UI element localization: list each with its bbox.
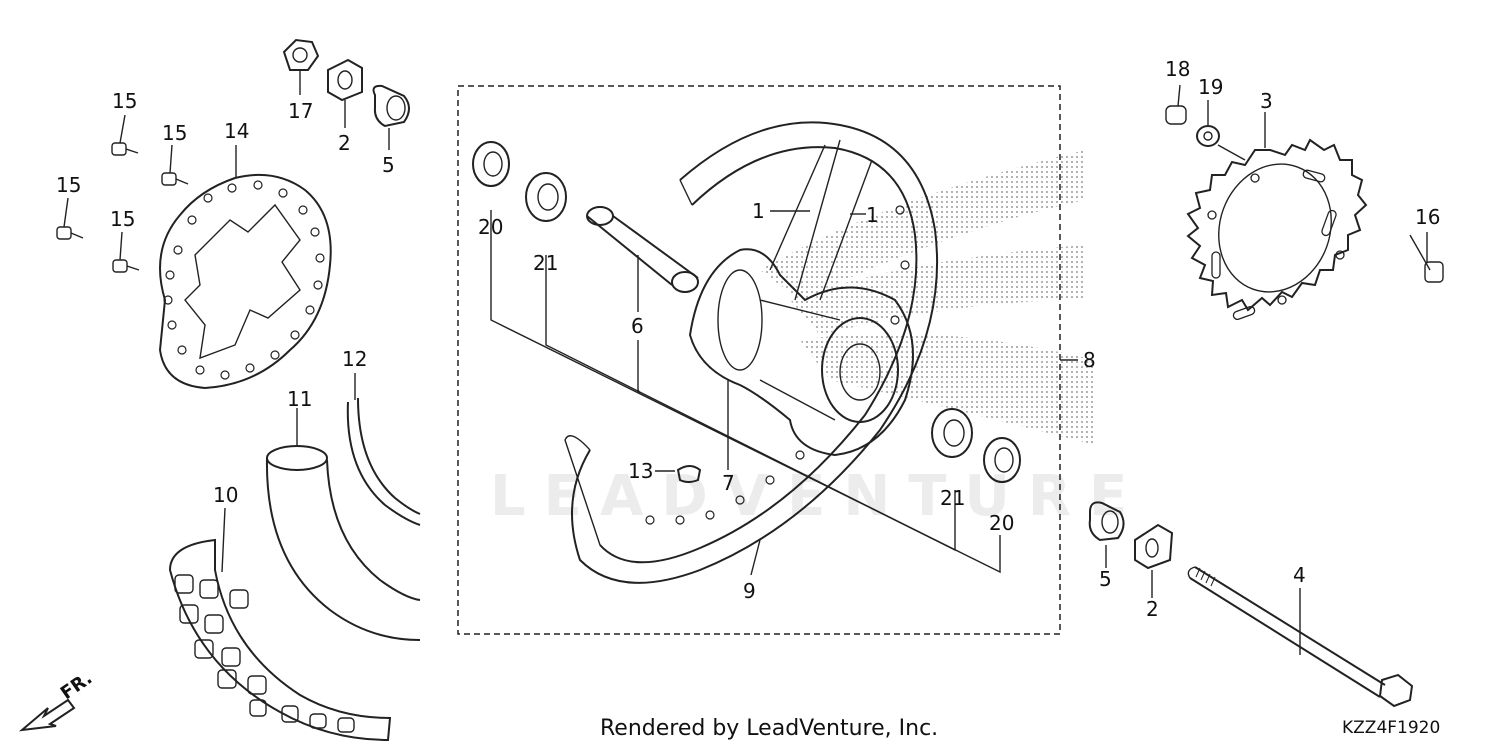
callout-numbers: 15 15 15 15 14 17 2 5 12 11 10 20 21 6 1…: [56, 57, 1440, 621]
bearing-right: [931, 408, 973, 458]
callout-11: 11: [287, 387, 312, 411]
callout-14: 14: [224, 119, 249, 143]
callout-6: 6: [631, 314, 644, 338]
axle-nut: [282, 38, 320, 71]
callout-16: 16: [1415, 205, 1440, 229]
callout-15: 15: [110, 207, 135, 231]
watermark: LEADVENTURE: [490, 464, 1145, 529]
rear-axle: [1187, 566, 1414, 708]
front-direction-arrow: FR.: [18, 668, 96, 732]
callout-15: 15: [112, 89, 137, 113]
sprocket-bolt: [1409, 234, 1444, 283]
disc-bolt-top: [111, 142, 139, 156]
inner-tube: [265, 445, 421, 641]
spokes: [769, 139, 873, 301]
callout-9: 9: [743, 579, 756, 603]
callout-15: 15: [162, 121, 187, 145]
rim-band: [346, 397, 421, 526]
tire: [168, 538, 392, 742]
callout-18: 18: [1165, 57, 1190, 81]
callout-17: 17: [288, 99, 313, 123]
sprocket-washer: [1196, 125, 1220, 147]
disc-bolt-mid: [161, 172, 189, 186]
callout-21: 21: [940, 486, 965, 510]
wheel-hub: [688, 248, 914, 457]
callout-20: 20: [989, 511, 1014, 535]
seal-right: [983, 437, 1021, 483]
callout-21: 21: [533, 251, 558, 275]
callout-5: 5: [382, 153, 395, 177]
seal-left: [472, 141, 510, 187]
callout-3: 3: [1260, 89, 1273, 113]
axle-collar-top: [327, 58, 363, 102]
sprocket: [1186, 138, 1368, 321]
sprocket-nut: [1165, 105, 1187, 125]
callout-1: 1: [752, 199, 765, 223]
callout-19: 19: [1198, 75, 1223, 99]
callout-7: 7: [722, 471, 735, 495]
brake-disc: [158, 173, 332, 390]
callout-1: 1: [866, 203, 879, 227]
callout-13: 13: [628, 459, 653, 483]
rim-plug: [676, 465, 702, 483]
callout-4: 4: [1293, 563, 1306, 587]
callout-2: 2: [1146, 597, 1159, 621]
side-spacer-top: [372, 84, 410, 128]
disc-bolt-left: [56, 226, 84, 240]
wing-logo-dots: [760, 150, 1095, 445]
bearing-left: [525, 172, 567, 222]
callout-20: 20: [478, 215, 503, 239]
disc-bolt-low: [112, 259, 140, 273]
callout-15: 15: [56, 173, 81, 197]
callout-8: 8: [1083, 348, 1096, 372]
callout-12: 12: [342, 347, 367, 371]
axle-sleeve: [586, 206, 699, 293]
footer-credit: Rendered by LeadVenture, Inc.: [600, 716, 939, 741]
side-spacer-bottom: [1088, 501, 1125, 542]
front-label: FR.: [57, 668, 96, 704]
callout-5: 5: [1099, 567, 1112, 591]
diagram-code: KZZ4F1920: [1342, 718, 1441, 738]
callout-2: 2: [338, 131, 351, 155]
axle-collar-bottom: [1134, 523, 1174, 570]
wheel-rim: [564, 121, 939, 584]
callout-10: 10: [213, 483, 238, 507]
leader-lines: [63, 70, 1428, 655]
